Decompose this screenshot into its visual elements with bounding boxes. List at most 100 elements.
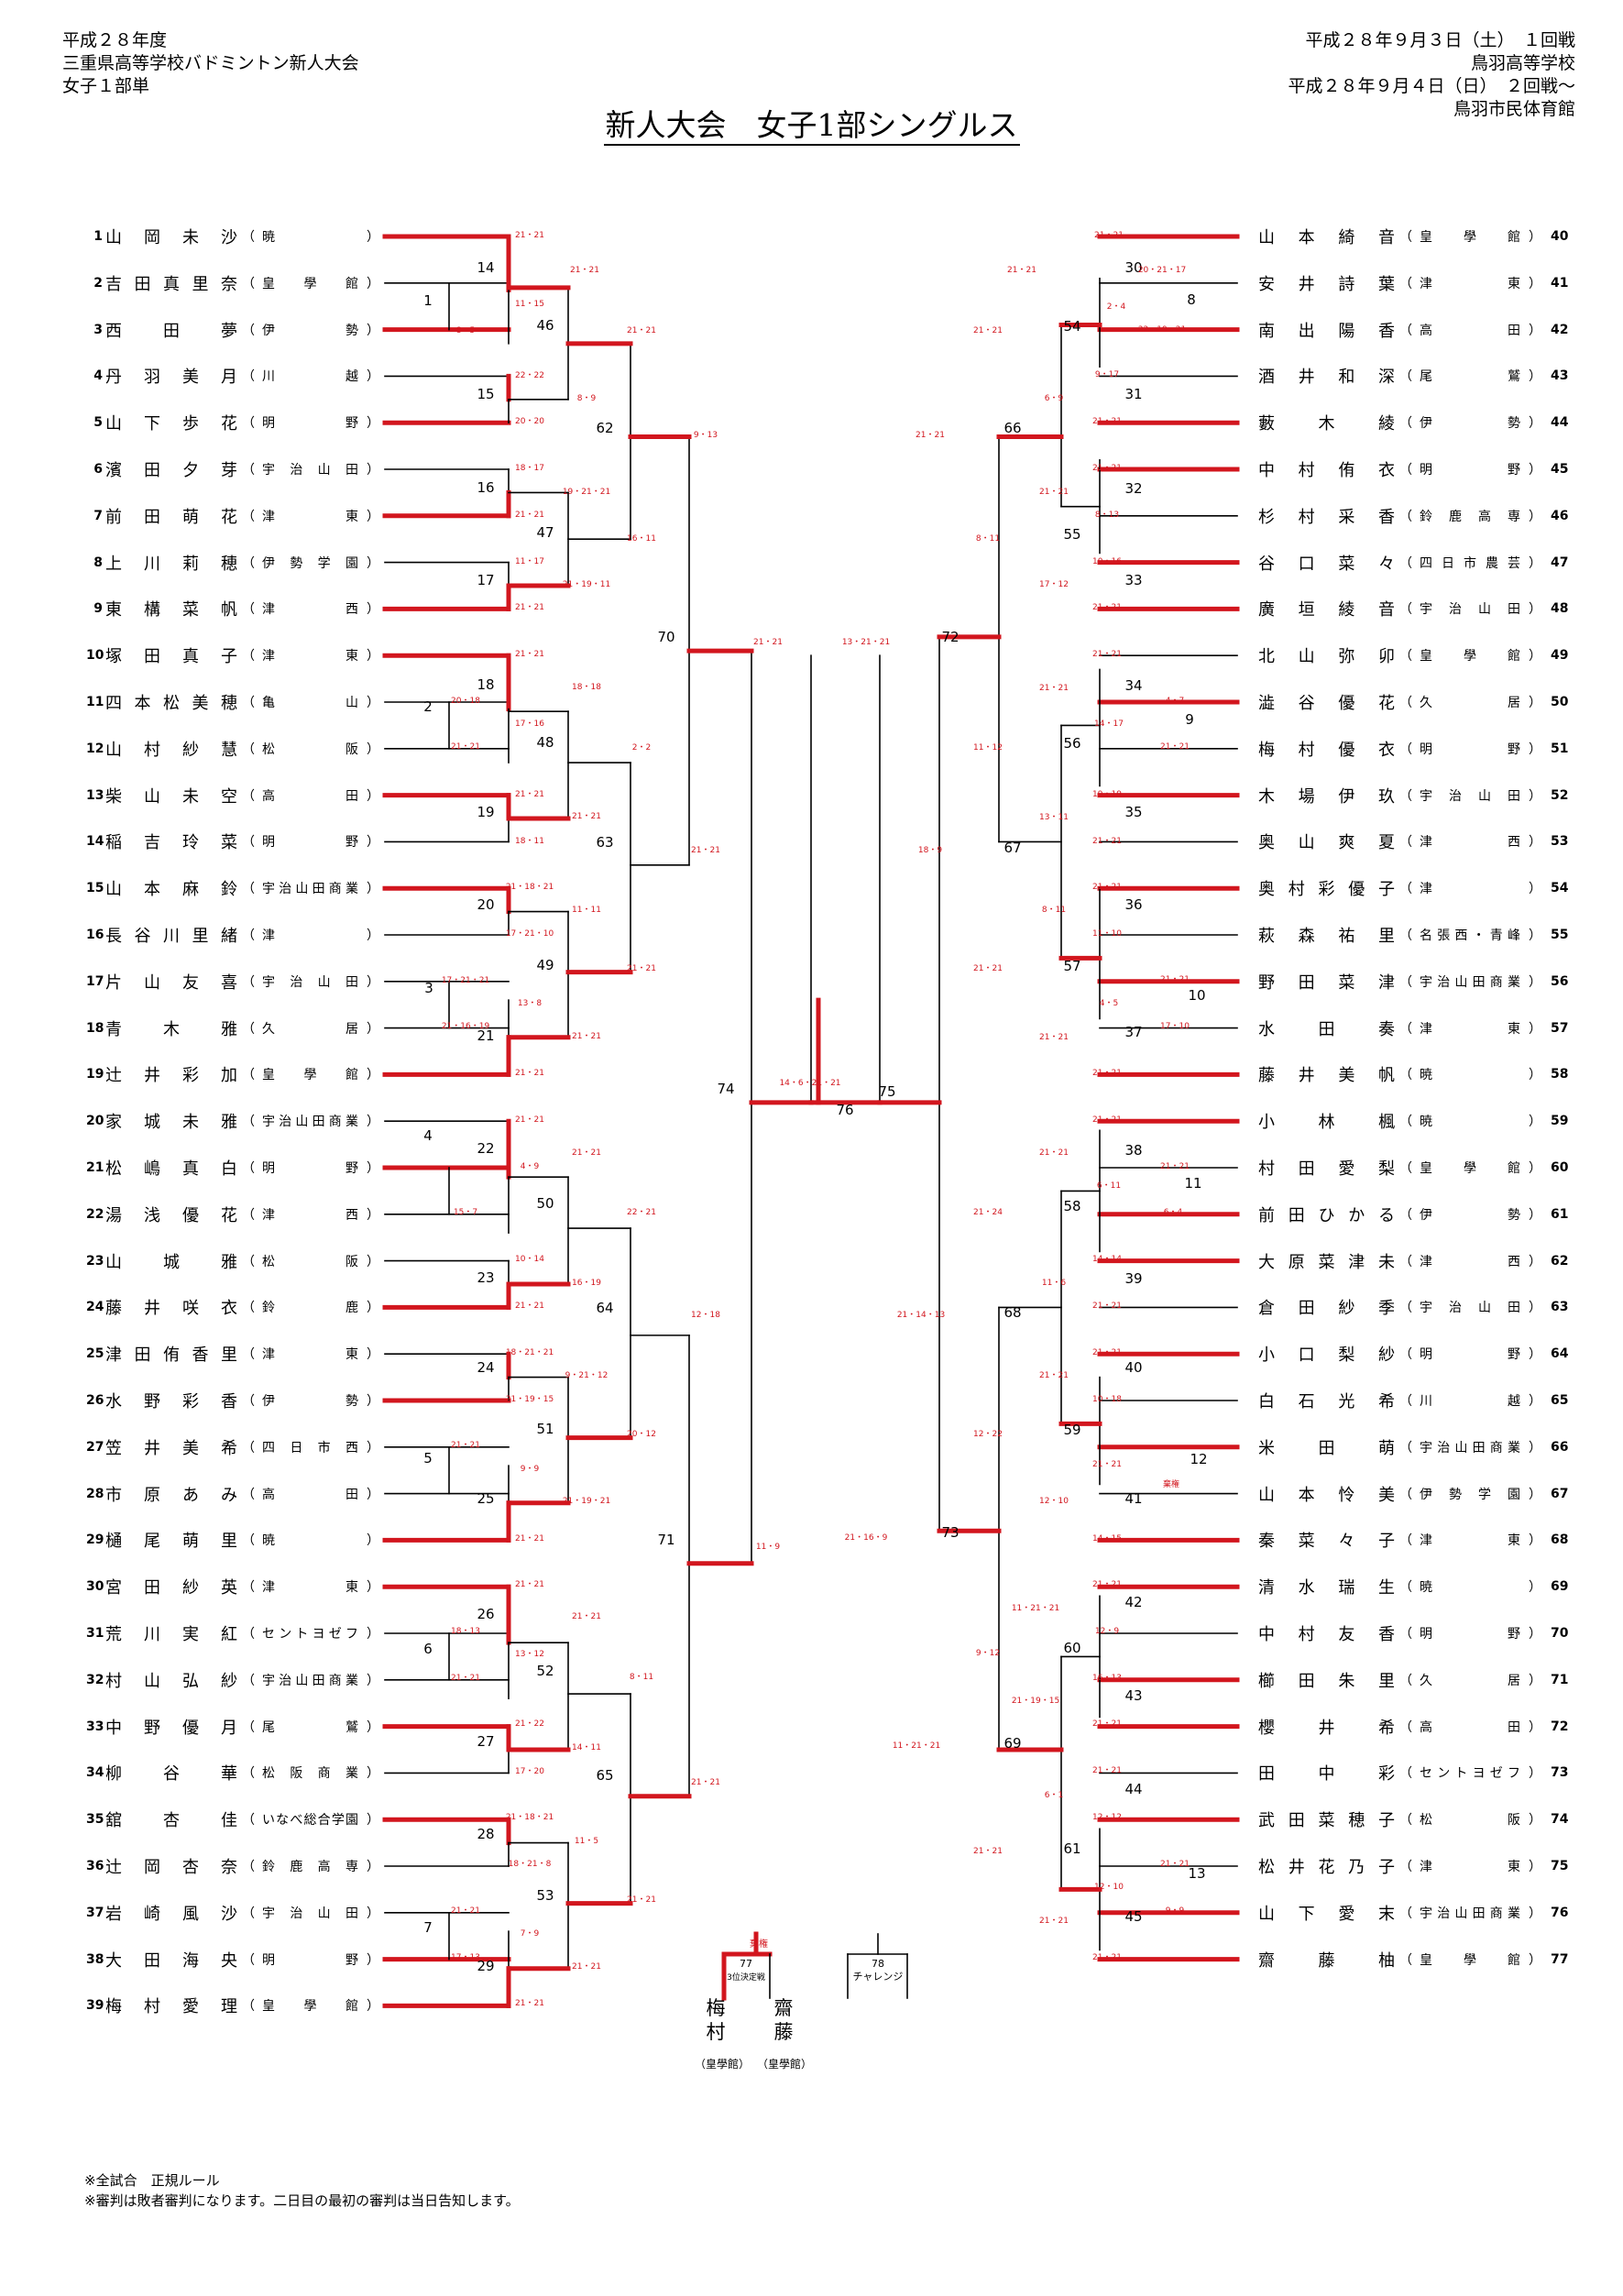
player-name: 小口梨紗 (1258, 1346, 1396, 1366)
match-number: 54 (1063, 318, 1080, 335)
score-label: 21・21 (627, 326, 656, 335)
player-name: 中村友香 (1258, 1625, 1396, 1644)
header-tournament: 三重県高等学校バドミントン新人大会 (62, 53, 359, 73)
player-school: （津東） (242, 1577, 379, 1596)
player-seed: 64 (1551, 1346, 1569, 1362)
player-school-name: 伊勢 (262, 1394, 359, 1409)
player-school-name: 明野 (262, 416, 359, 432)
player-school: （皇學館） (1399, 227, 1541, 246)
player-school-name: 尾鷲 (262, 1719, 359, 1735)
score-label: 21・21 (1092, 1953, 1122, 1962)
score-label: 21・21 (515, 1999, 544, 2008)
score-label: 棄権 (1163, 1478, 1179, 1489)
player-school: （宇治山田商業） (1399, 1438, 1541, 1456)
match-number: 12 (1190, 1451, 1207, 1467)
score-label: 12・9 (1095, 1627, 1119, 1636)
score-label: 11・21・21 (1012, 1604, 1059, 1613)
player-name: 前田ひかる (1258, 1205, 1396, 1225)
score-label: 4・5 (1100, 999, 1118, 1008)
player-school: （宇治山田商業） (1399, 972, 1541, 991)
player-school-name: 伊勢学園 (1420, 1487, 1521, 1502)
player-name: 大原菜津未 (1258, 1252, 1396, 1272)
player-seed: 46 (1551, 508, 1569, 523)
score-label: 21・21 (973, 964, 1003, 973)
player-school: （宇治山田商業） (242, 1112, 379, 1130)
player-school: （伊勢学園） (242, 554, 379, 572)
player-school-name: 松阪商業 (262, 1766, 359, 1782)
score-label: 20・18 (451, 697, 480, 706)
player-seed: 26 (86, 1393, 104, 1408)
player-school-name: 鈴鹿高専 (262, 1860, 359, 1874)
score-label: 20・20 (515, 417, 544, 426)
player-seed: 51 (1551, 741, 1569, 756)
match-number: 2 (423, 698, 433, 715)
match-number: 18 (477, 676, 494, 693)
score-label: 11・11 (572, 906, 601, 915)
score-label: 21・21 (1092, 1766, 1122, 1775)
score-label: 21・21 (1039, 488, 1069, 497)
player-school: （津） (1399, 879, 1541, 897)
player-school-name: 津東 (1420, 276, 1521, 291)
score-label: 21・21 (515, 603, 544, 612)
player-school: （川越） (242, 367, 379, 385)
player-name: 野田菜津 (1258, 972, 1396, 993)
player-name: 北山弥卯 (1258, 647, 1396, 667)
player-name: 塚田真子 (105, 647, 238, 667)
score-label: 12・10 (1094, 1883, 1124, 1892)
player-seed: 8 (93, 555, 103, 570)
player-school: （松阪） (242, 740, 379, 758)
player-name: 片山友喜 (105, 972, 238, 993)
player-school-name: 宇治山田商業 (1420, 1906, 1521, 1921)
player-school-name: 名張西・青峰 (1420, 928, 1521, 943)
player-school-name: 皇學館 (1420, 1952, 1521, 1968)
score-label: 21・21 (572, 1962, 601, 1972)
score-label: 15・7 (454, 1208, 477, 1217)
score-label: 14・11 (572, 1743, 601, 1752)
player-name: 津田侑香里 (105, 1346, 238, 1366)
player-name: 宮田紗英 (105, 1578, 238, 1598)
score-label: 17・12 (1039, 580, 1069, 589)
score-label: 6・9 (1045, 394, 1064, 403)
score-label: 21・21 (1092, 1580, 1122, 1589)
player-school: （高田） (1399, 321, 1541, 339)
player-seed: 20 (86, 1114, 104, 1129)
score-label: 11・9 (756, 1543, 780, 1552)
player-seed: 70 (1551, 1626, 1569, 1641)
player-seed: 34 (86, 1765, 104, 1781)
player-seed: 44 (1551, 415, 1569, 431)
player-seed: 65 (1551, 1393, 1569, 1408)
player-school-name: 皇學館 (262, 276, 359, 291)
player-name: 山本綺音 (1258, 228, 1396, 247)
score-label: 18・21・21 (506, 1348, 554, 1357)
player-school: （松阪） (242, 1252, 379, 1270)
player-seed: 31 (86, 1626, 104, 1641)
player-name: 柳谷華 (105, 1764, 238, 1785)
score-label: 2・4 (1107, 302, 1126, 312)
player-row: 齋藤柚（皇學館）77 (1258, 1946, 1573, 1973)
player-seed: 55 (1551, 928, 1569, 942)
match-number: 59 (1063, 1422, 1080, 1438)
player-name: 大田海央 (105, 1950, 238, 1971)
player-name: 四本松美穂 (105, 694, 238, 713)
player-school: （暁） (1399, 1577, 1541, 1596)
score-label: 21・21 (1039, 1371, 1069, 1380)
player-school-name: 明野 (262, 1952, 359, 1968)
match-number: 69 (1003, 1735, 1021, 1752)
withdraw-label: 棄権 (750, 1938, 768, 1950)
score-label: 11・10 (1092, 929, 1122, 939)
player-name: 荒川実紅 (105, 1625, 238, 1644)
score-label: 21・21 (515, 790, 544, 799)
player-name: 奥山爽夏 (1258, 833, 1396, 853)
player-school: （川越） (1399, 1391, 1541, 1410)
match-number: 58 (1063, 1198, 1080, 1214)
match-number: 28 (477, 1826, 494, 1842)
player-seed: 30 (86, 1579, 104, 1595)
header-right: 平成２８年９月３日（土） １回戦 鳥羽高等学校 平成２８年９月４日（日） ２回戦… (1288, 29, 1575, 121)
player-row: 米田萌（宇治山田商業）66 (1258, 1434, 1573, 1461)
